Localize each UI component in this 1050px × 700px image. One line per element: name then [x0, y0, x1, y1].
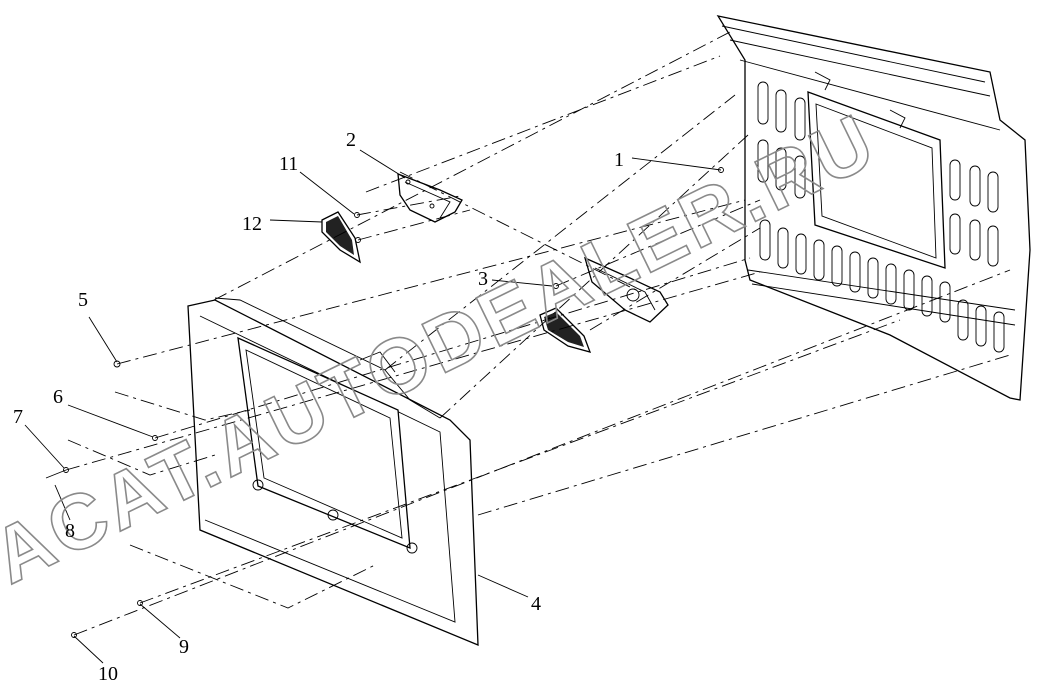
- trim-panel-part-4: [187, 297, 479, 646]
- callout-3: 3: [478, 268, 488, 290]
- callout-6: 6: [53, 386, 63, 408]
- leader-lines: [24, 149, 722, 664]
- callout-11: 11: [279, 153, 298, 175]
- callout-8: 8: [65, 520, 75, 542]
- fasteners: [45, 167, 724, 638]
- callout-7: 7: [13, 406, 23, 428]
- lamp-lens-part-12: [321, 211, 592, 353]
- callout-5: 5: [78, 289, 88, 311]
- assembly-lines: [65, 31, 1011, 636]
- callout-labels: 1 2 3 4 5 6 7 8 9 10 11 12: [13, 129, 624, 685]
- callout-9: 9: [179, 636, 189, 658]
- callout-4: 4: [531, 593, 541, 615]
- callout-2: 2: [346, 129, 356, 151]
- callout-12: 12: [242, 213, 262, 235]
- callout-10: 10: [98, 663, 118, 685]
- rear-panel-part-1: [716, 15, 1031, 401]
- callout-1: 1: [614, 149, 624, 171]
